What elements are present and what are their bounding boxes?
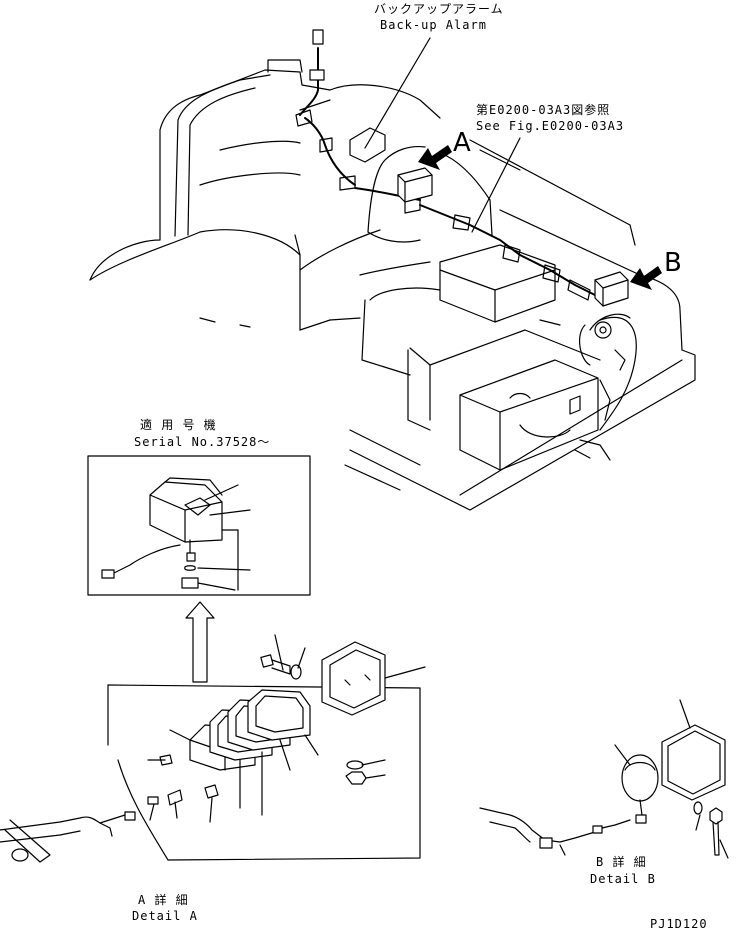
see-fig-label-en: See Fig.E0200-03A3: [476, 119, 625, 133]
detail-a-label-jp: A 詳 細: [138, 893, 189, 907]
serial-inset-box: [87, 455, 311, 596]
backup-alarm-location-a: [349, 127, 433, 203]
arrow-a: [418, 145, 452, 170]
up-arrow: [185, 601, 215, 683]
marker-a: A: [453, 128, 471, 158]
backup-alarm-label-en: Back-up Alarm: [380, 18, 487, 32]
detail-a-label-en: Detail A: [132, 909, 198, 923]
main-harness: [295, 29, 596, 301]
detail-b-label-en: Detail B: [590, 872, 656, 886]
marker-b: B: [664, 248, 682, 278]
backup-alarm-label-jp: バックアップアラーム: [374, 2, 504, 16]
backup-alarm-location-b: [594, 271, 629, 307]
detail-b: [479, 699, 729, 859]
arrow-b: [630, 266, 662, 290]
serial-label-jp: 適 用 号 機: [140, 418, 217, 432]
leader-lines-main: [364, 37, 521, 233]
detail-a-box: [0, 634, 426, 863]
serial-label-en: Serial No.37528～: [134, 435, 271, 449]
see-fig-label-jp: 第E0200-03A3図参照: [476, 103, 611, 117]
machine-body-outline: [89, 59, 696, 511]
drawing-code: PJ1D120: [650, 917, 708, 931]
detail-b-label-jp: B 詳 細: [596, 855, 647, 869]
